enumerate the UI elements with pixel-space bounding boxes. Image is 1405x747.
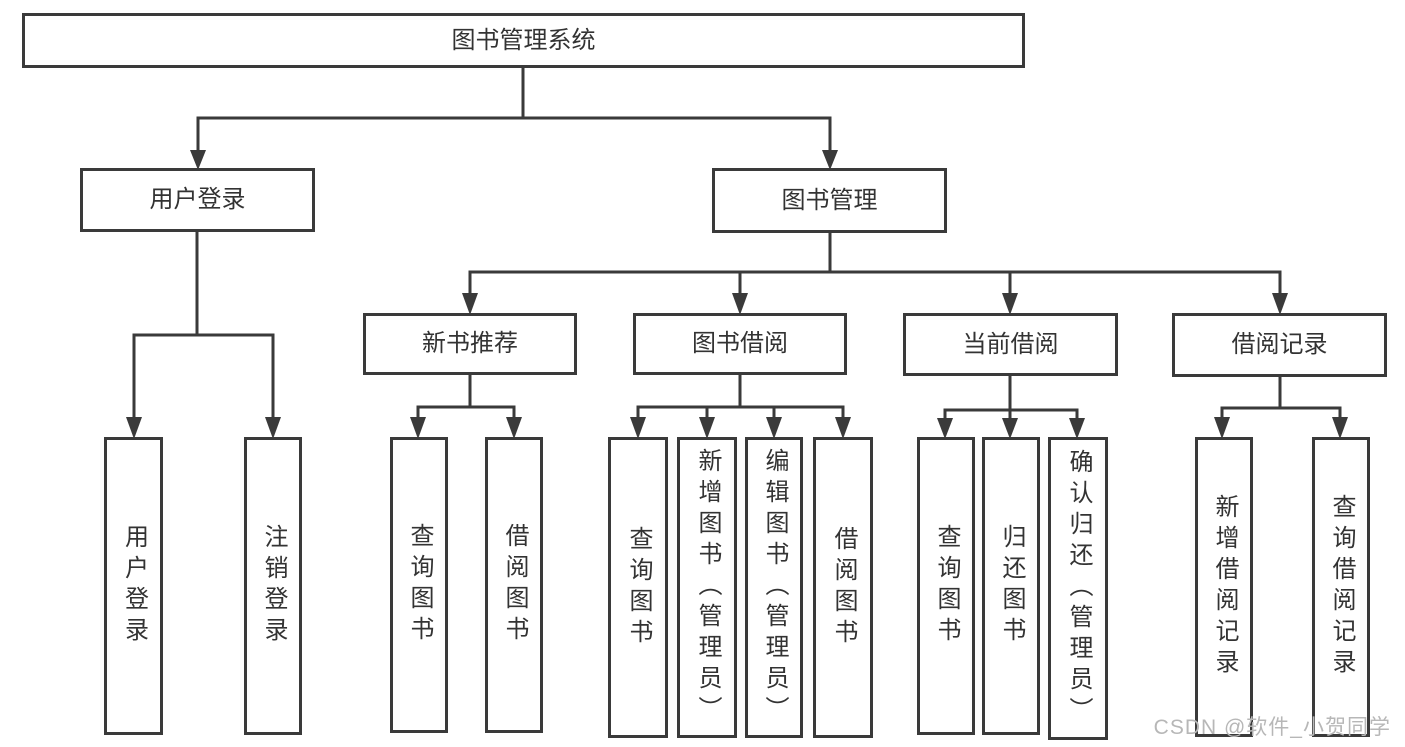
junction-borrowing-records [1214, 375, 1348, 439]
node-new-book-recommendation: 新书推荐 [363, 313, 577, 375]
node-return-books: 归还图书 [982, 437, 1040, 735]
node-label: 查询图书 [933, 524, 960, 648]
node-book-management: 图书管理 [712, 168, 947, 233]
node-label: 确认归还（管理员） [1065, 449, 1092, 728]
node-edit-books-admin: 编辑图书（管理员） [745, 437, 803, 738]
watermark-text: CSDN @软件_小贺同学 [1153, 716, 1391, 739]
node-label: 用户登录 [149, 186, 246, 213]
node-borrowing-records: 借阅记录 [1172, 313, 1387, 377]
node-label: 图书管理 [781, 186, 878, 214]
node-label: 借阅图书 [830, 525, 857, 650]
node-borrow-books-recommend: 借阅图书 [485, 437, 543, 733]
node-label: 用户登录 [120, 524, 148, 648]
junction-current-borrowing [937, 374, 1085, 439]
node-query-books-current: 查询图书 [917, 437, 975, 735]
node-query-books-borrowing: 查询图书 [608, 437, 668, 738]
junction-book-management [462, 231, 1288, 315]
node-label: 查询借阅记录 [1328, 494, 1355, 680]
node-label: 编辑图书（管理员） [761, 448, 788, 727]
node-label: 新增借阅记录 [1211, 494, 1238, 680]
node-label: 当前借阅 [962, 330, 1059, 358]
node-add-books-admin: 新增图书（管理员） [677, 437, 737, 738]
node-label: 图书管理系统 [451, 26, 596, 54]
node-confirm-return-admin: 确认归还（管理员） [1048, 437, 1108, 740]
junction-book-borrowing [630, 373, 851, 439]
node-label: 查询图书 [625, 525, 652, 650]
node-label: 借阅图书 [501, 523, 528, 647]
node-user-login: 用户登录 [80, 168, 315, 232]
node-label: 图书借阅 [692, 330, 788, 357]
node-label: 归还图书 [998, 524, 1025, 648]
node-label: 新书推荐 [422, 330, 518, 357]
node-borrow-books-borrowing: 借阅图书 [813, 437, 873, 738]
junction-new-book-recommendation [410, 373, 522, 439]
node-label: 查询图书 [406, 523, 433, 647]
node-label: 借阅记录 [1231, 331, 1328, 358]
node-query-borrow-record: 查询借阅记录 [1312, 437, 1370, 737]
node-current-borrowing: 当前借阅 [903, 313, 1118, 376]
node-query-books-recommend: 查询图书 [390, 437, 448, 733]
node-user-login-leaf: 用户登录 [104, 437, 163, 735]
junction-user-login [126, 231, 281, 439]
node-add-borrow-record: 新增借阅记录 [1195, 437, 1253, 737]
node-label: 新增图书（管理员） [694, 448, 721, 727]
node-logout-login: 注销登录 [244, 437, 302, 735]
node-library-management-system: 图书管理系统 [22, 13, 1025, 68]
node-label: 注销登录 [260, 524, 287, 648]
node-book-borrowing: 图书借阅 [633, 313, 847, 375]
junction-root [190, 66, 838, 170]
